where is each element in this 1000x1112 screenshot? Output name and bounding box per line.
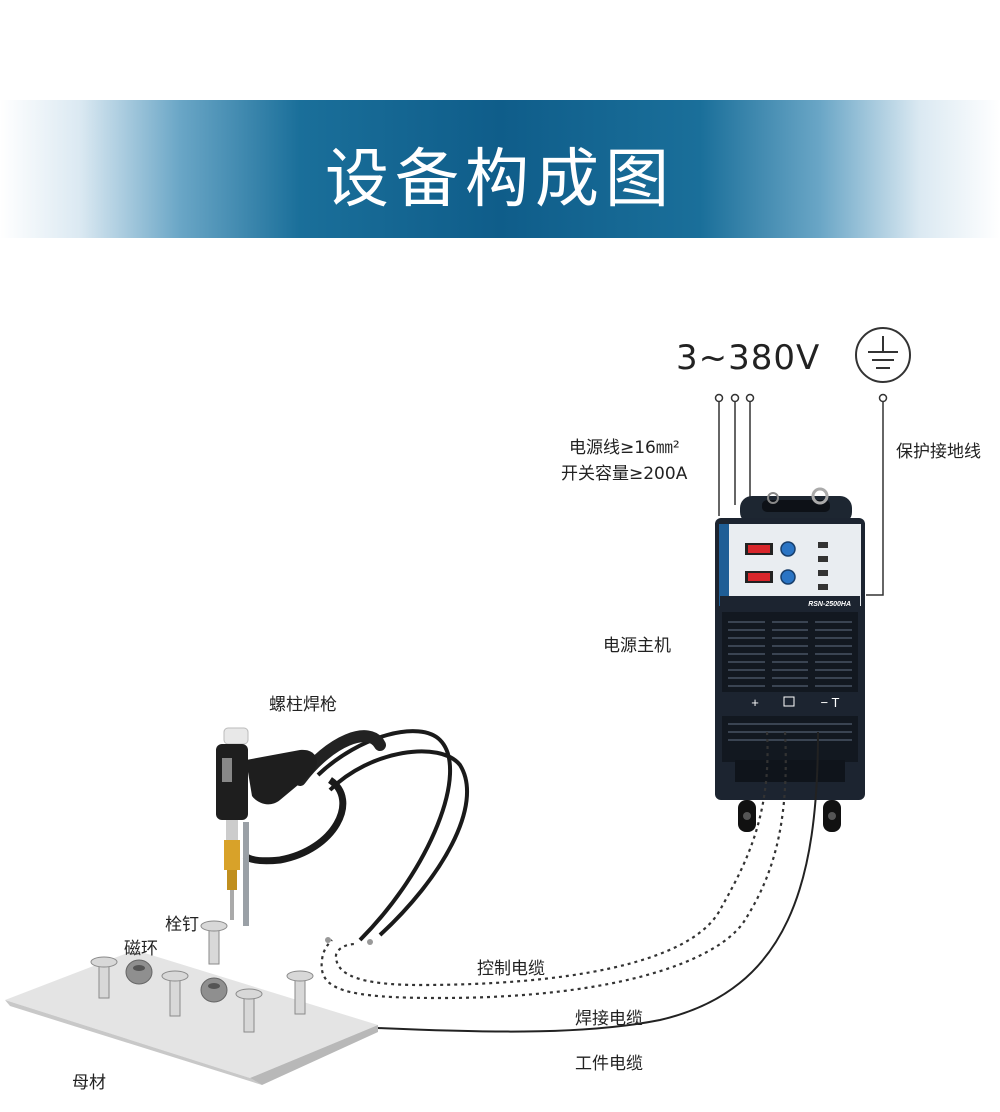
machine-model: RSN-2500HA xyxy=(808,601,851,608)
ground-icon xyxy=(855,327,911,383)
cables xyxy=(320,731,819,1033)
title-banner xyxy=(0,100,1000,238)
ferrule-label: 磁环 xyxy=(124,939,158,959)
svg-text:− T: − T xyxy=(821,695,840,710)
svg-text:+: + xyxy=(751,695,759,710)
cable-spec-label: 电源线≥16㎜² xyxy=(569,438,680,458)
base-metal-label: 母材 xyxy=(72,1073,106,1093)
welding-cable-label: 焊接电缆 xyxy=(575,1009,643,1029)
base-metal-plate xyxy=(5,920,378,1085)
welding-machine: RSN-2500HA + − T xyxy=(715,487,865,832)
voltage-label: 3~380V xyxy=(676,338,821,378)
ground-wire-label: 保护接地线 xyxy=(896,442,981,462)
machine-label: 电源主机 xyxy=(603,636,671,656)
control-cable-label: 控制电缆 xyxy=(477,959,545,979)
page-title: 设备构成图 xyxy=(325,143,675,217)
work-cable-label: 工件电缆 xyxy=(575,1054,643,1074)
stud-welding-gun xyxy=(216,727,470,945)
switch-capacity-label: 开关容量≥200A xyxy=(561,464,688,484)
power-input-lines xyxy=(714,393,888,596)
stud-label: 栓钉 xyxy=(165,915,199,935)
gun-label: 螺柱焊枪 xyxy=(269,695,337,715)
